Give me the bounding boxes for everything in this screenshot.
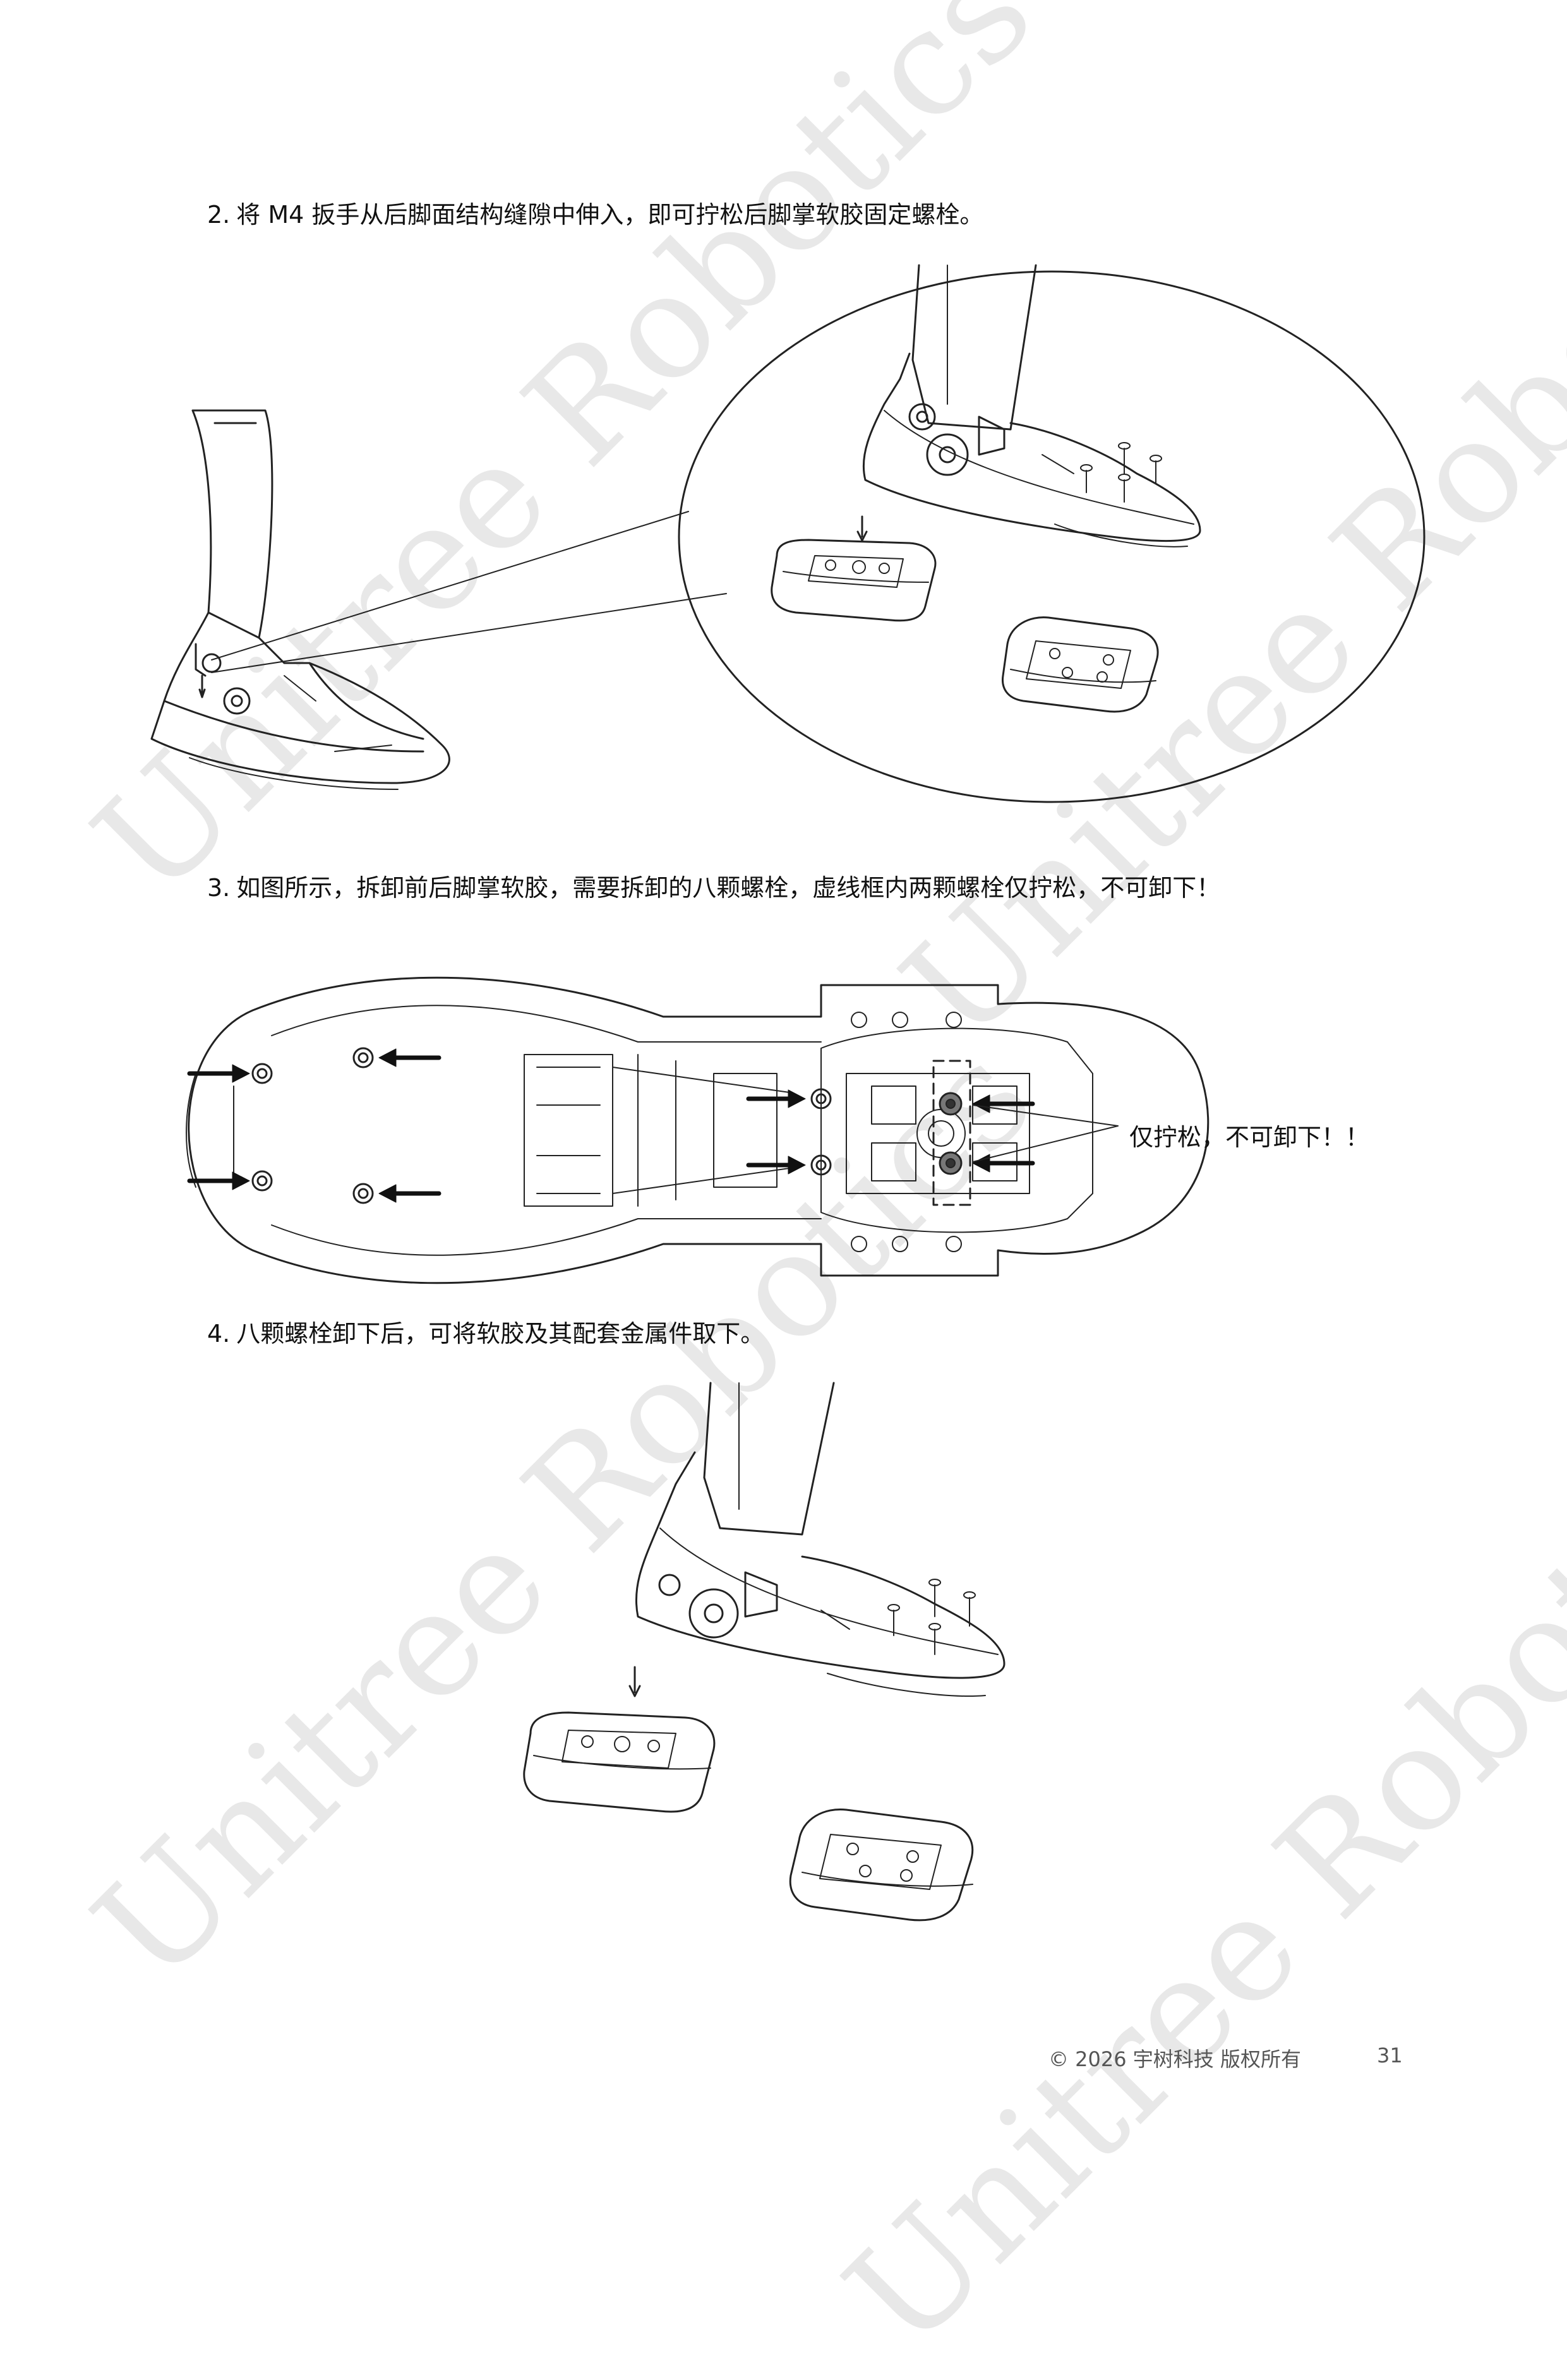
leg-foot-drawing <box>150 409 450 790</box>
step-2-instruction: 2.将 M4 扳手从后脚面结构缝隙中伸入，即可拧松后脚掌软胶固定螺栓。 <box>207 201 983 230</box>
heel-bolts <box>810 1088 832 1176</box>
loosen-only-bolts <box>932 1060 971 1206</box>
step-text: 如图所示，拆卸前后脚掌软胶，需要拆卸的八颗螺栓，虚线框内两颗螺栓仅拧松，不可卸下… <box>236 874 1221 902</box>
rear-sole-pad <box>523 1711 716 1813</box>
figure-rear-sole-bolt-loosening <box>126 259 1440 815</box>
figure-sole-pads-removed <box>505 1377 1074 1945</box>
step-number: 3. <box>207 874 231 902</box>
zoomed-leg-foot-drawing <box>771 264 1201 713</box>
indicator-arrows <box>187 1048 1035 1203</box>
dashed-box <box>932 1060 971 1206</box>
rear-sole-pad <box>771 539 937 622</box>
zoom-circle <box>678 270 1426 803</box>
leg-foot-drawing <box>628 1382 1006 1697</box>
loosen-only-callout: 仅拧松，不可卸下！！ <box>1129 1123 1370 1151</box>
step-text: 将 M4 扳手从后脚面结构缝隙中伸入，即可拧松后脚掌软胶固定螺栓。 <box>236 201 984 229</box>
page-number: 31 <box>1377 2043 1403 2067</box>
footer-copyright: © 2026 宇树科技 版权所有 <box>1048 2047 1301 2071</box>
step-text: 八颗螺栓卸下后，可将软胶及其配套金属件取下。 <box>236 1320 765 1348</box>
front-sole-pad <box>1001 616 1159 713</box>
step-4-instruction: 4.八颗螺栓卸下后，可将软胶及其配套金属件取下。 <box>207 1320 764 1349</box>
forefoot-bolts <box>251 1047 374 1204</box>
figure-sole-bottom-view <box>158 947 1421 1301</box>
step-number: 2. <box>207 201 231 229</box>
step-number: 4. <box>207 1320 231 1348</box>
step-3-instruction: 3.如图所示，拆卸前后脚掌软胶，需要拆卸的八颗螺栓，虚线框内两颗螺栓仅拧松，不可… <box>207 874 1220 903</box>
front-sole-pad <box>789 1808 974 1922</box>
